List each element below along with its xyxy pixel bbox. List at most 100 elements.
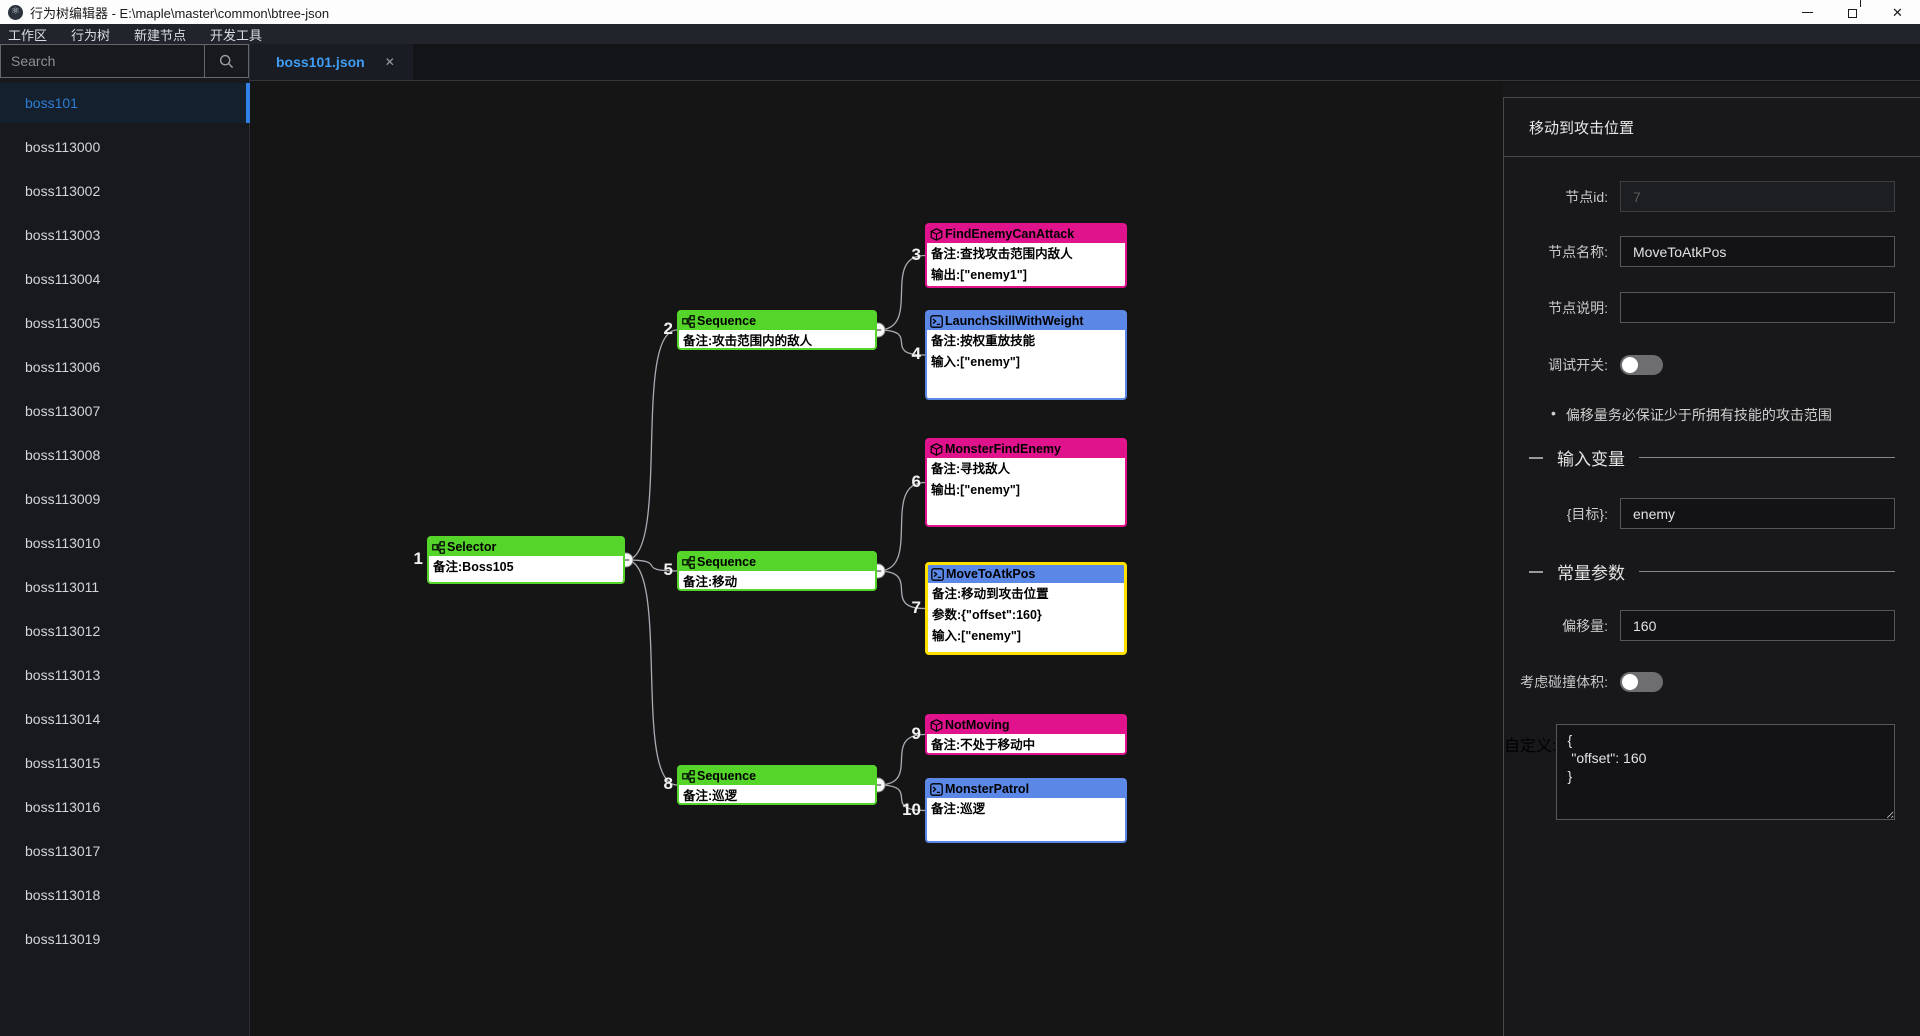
node-body: 备注:Boss105 (429, 556, 623, 579)
sidebar-item-boss113018[interactable]: boss113018 (25, 887, 101, 903)
sidebar-item-boss113015[interactable]: boss113015 (25, 755, 101, 771)
sidebar-item-boss113008[interactable]: boss113008 (25, 447, 101, 463)
sidebar-item-boss113010[interactable]: boss113010 (25, 535, 101, 551)
node-order-number: 7 (911, 597, 921, 617)
sidebar-item-boss113006[interactable]: boss113006 (25, 359, 101, 375)
node-header: NotMoving (927, 716, 1125, 734)
toggle-knob (1622, 674, 1638, 690)
tree-edge (625, 559, 678, 572)
node-line: 输出:["enemy"] (931, 483, 1020, 497)
sidebar-item-boss113019[interactable]: boss113019 (25, 931, 101, 947)
sidebar-item-boss113016[interactable]: boss113016 (25, 799, 101, 815)
menu-item-2[interactable]: 新建节点 (134, 27, 187, 43)
bullet-icon: • (1551, 405, 1556, 421)
node-name-field[interactable] (1620, 236, 1895, 267)
sidebar-item-boss113009[interactable]: boss113009 (25, 491, 101, 507)
node-line: 备注:Boss105 (433, 560, 514, 574)
tab-boss101[interactable]: boss101.json ✕ (250, 44, 413, 80)
tree-node-Sequence[interactable]: Sequence 备注:移动 (677, 551, 877, 591)
node-title: MoveToAtkPos (946, 567, 1036, 581)
node-body: 备注:寻找敌人输出:["enemy"] (927, 458, 1125, 502)
custom-field[interactable]: { "offset": 160 } (1556, 724, 1895, 820)
sidebar-item-boss113005[interactable]: boss113005 (25, 315, 101, 331)
section-dash (1529, 456, 1543, 459)
custom-label: 自定义: (1504, 738, 1557, 755)
cube-icon (930, 227, 943, 241)
node-desc-field[interactable] (1620, 292, 1895, 323)
node-body: 备注:巡逻 (927, 798, 1125, 821)
offset-row: 偏移量: (1504, 610, 1920, 641)
sidebar-item-boss113011[interactable]: boss113011 (25, 579, 100, 595)
terminal-icon (930, 314, 943, 328)
close-button[interactable]: ✕ (1875, 0, 1920, 24)
node-title: Sequence (697, 555, 757, 569)
node-line: 备注:移动 (683, 575, 738, 589)
terminal-icon (930, 782, 943, 796)
toggle-knob (1622, 357, 1638, 373)
properties-panel-box: 移动到攻击位置 节点id: 节点名称: 节点说明: 调试开关: • 偏移量务必保… (1503, 97, 1920, 1036)
debug-switch-row: 调试开关: (1504, 355, 1920, 375)
collision-label: 考虑碰撞体积: (1520, 674, 1608, 690)
sidebar-item-boss113012[interactable]: boss113012 (25, 623, 101, 639)
target-label: {目标}: (1566, 505, 1608, 522)
composite-icon (682, 314, 695, 328)
node-title: FindEnemyCanAttack (945, 227, 1075, 241)
node-header: Sequence (679, 312, 875, 330)
collision-toggle[interactable] (1620, 672, 1663, 692)
node-line: 备注:移动到攻击位置 (932, 587, 1049, 601)
sidebar-item-boss113017[interactable]: boss113017 (25, 843, 101, 859)
target-field[interactable] (1620, 498, 1895, 529)
search-button[interactable] (204, 45, 248, 77)
menu-item-1[interactable]: 行为树 (71, 27, 111, 43)
search-input[interactable] (1, 45, 204, 77)
minimize-button[interactable] (1785, 0, 1830, 24)
window-title: 行为树编辑器 - E:\maple\master\common\btree-js… (30, 5, 330, 21)
node-title: Sequence (697, 769, 757, 783)
node-body: 备注:攻击范围内的敌人 (679, 330, 875, 348)
target-row: {目标}: (1504, 498, 1920, 529)
node-desc-row: 节点说明: (1504, 292, 1920, 323)
tree-node-Selector[interactable]: Selector 备注:Boss105 (427, 536, 625, 584)
composite-icon (682, 769, 695, 783)
sidebar-item-boss113000[interactable]: boss113000 (25, 139, 101, 155)
sidebar-item-boss113014[interactable]: boss113014 (25, 711, 101, 727)
node-line: 备注:巡逻 (931, 802, 986, 816)
node-title: Selector (447, 540, 497, 554)
node-body: 备注:按权重放技能输入:["enemy"] (927, 330, 1125, 374)
node-header: MonsterFindEnemy (927, 440, 1125, 458)
panel-title: 移动到攻击位置 (1504, 98, 1920, 157)
sidebar-item-boss113013[interactable]: boss113013 (25, 667, 101, 683)
node-title: MonsterPatrol (945, 782, 1030, 796)
tree-node-MoveToAtkPos[interactable]: MoveToAtkPos 备注:移动到攻击位置参数:{"offset":160}输… (925, 562, 1127, 655)
menu-item-0[interactable]: 工作区 (8, 27, 48, 43)
composite-icon (682, 555, 695, 569)
offset-label: 偏移量: (1562, 617, 1608, 634)
node-line: 备注:巡逻 (683, 789, 738, 803)
properties-panel: 移动到攻击位置 节点id: 节点名称: 节点说明: 调试开关: • 偏移量务必保… (1503, 82, 1920, 1036)
node-header: MonsterPatrol (927, 780, 1125, 798)
menu-item-3[interactable]: 开发工具 (210, 27, 263, 43)
app-icon: ⚛ (8, 4, 23, 20)
debug-switch-label: 调试开关: (1548, 357, 1608, 373)
node-line: 备注:查找攻击范围内敌人 (931, 247, 1073, 261)
offset-field[interactable] (1620, 610, 1895, 641)
sidebar-item-boss113002[interactable]: boss113002 (25, 183, 101, 199)
node-body: 备注:移动到攻击位置参数:{"offset":160}输入:["enemy"] (928, 583, 1124, 648)
sidebar-item-boss101[interactable]: boss101 (0, 83, 250, 123)
restore-button[interactable] (1830, 0, 1875, 24)
debug-switch-toggle[interactable] (1620, 355, 1663, 375)
sidebar-item-boss113004[interactable]: boss113004 (25, 271, 101, 287)
tree-node-MonsterPatrol[interactable]: MonsterPatrol 备注:巡逻 (925, 778, 1127, 843)
sidebar-item-boss113003[interactable]: boss113003 (25, 227, 101, 243)
node-order-number: 8 (663, 774, 673, 793)
tree-edge (877, 733, 926, 786)
tree-node-Sequence[interactable]: Sequence 备注:巡逻 (677, 765, 877, 805)
tab-close-icon[interactable]: ✕ (384, 55, 395, 69)
sidebar-item-boss113007[interactable]: boss113007 (25, 403, 101, 419)
section-rule (1639, 571, 1895, 572)
